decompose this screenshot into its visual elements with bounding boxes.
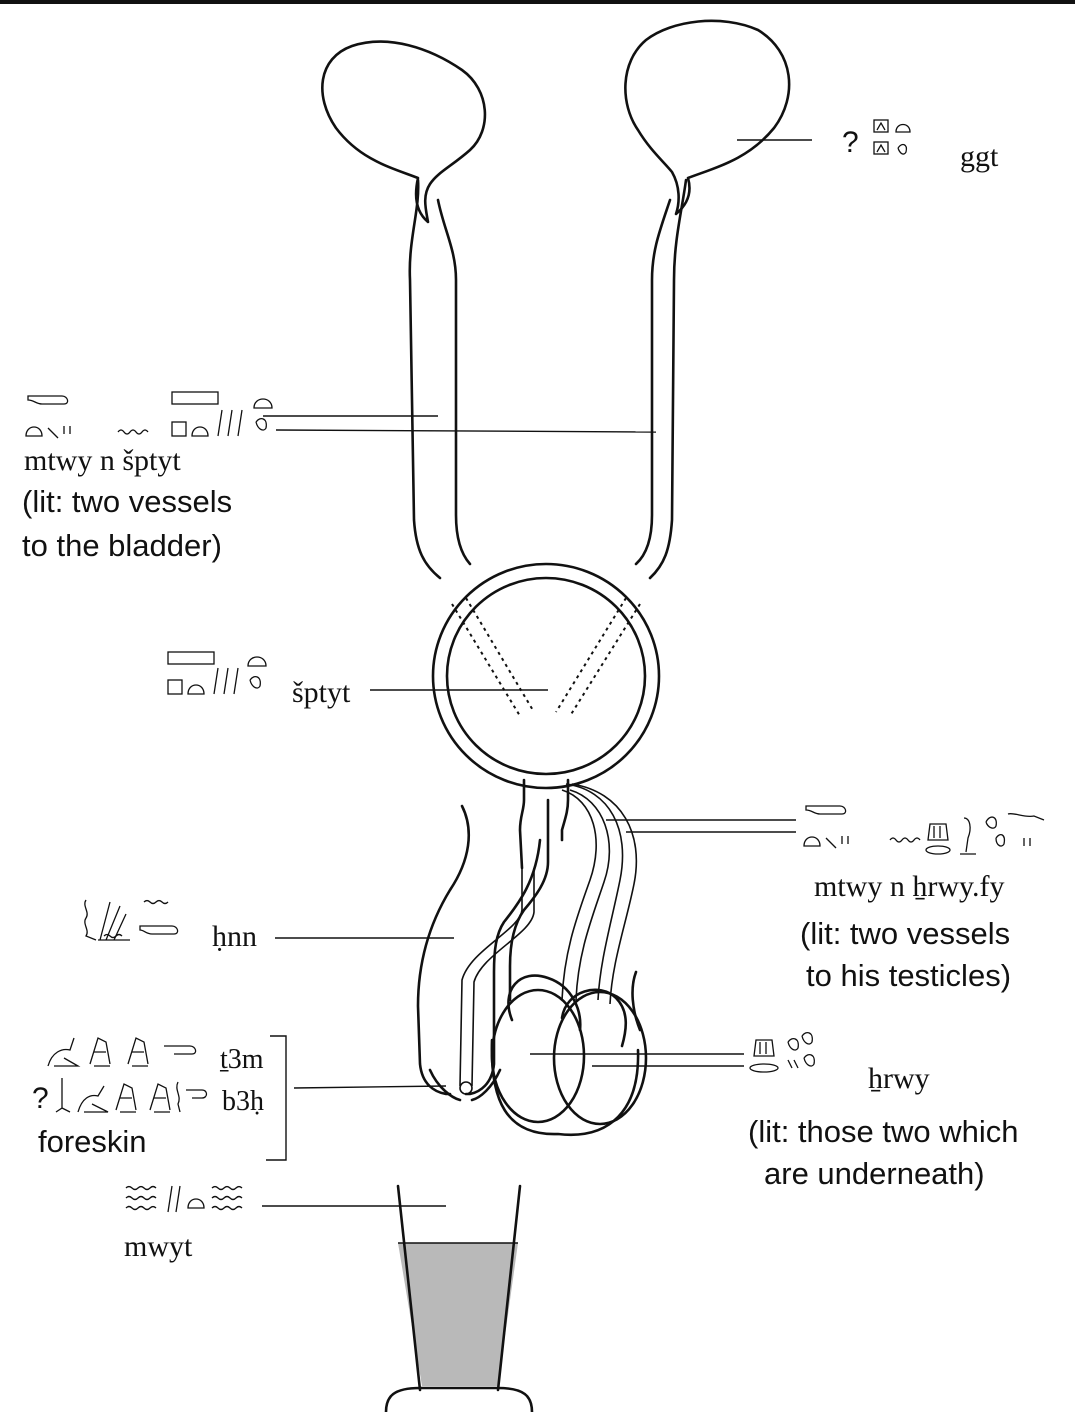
kidney-question-mark: ?: [842, 126, 859, 159]
hieroglyph-group-icon: [750, 1033, 814, 1072]
spermatic-vessels: [562, 784, 636, 1004]
left-ureter: [410, 180, 470, 578]
hieroglyph-group-icon: [26, 392, 272, 438]
hieroglyph-group-icon: [56, 1078, 207, 1112]
foreskin-question-mark: ?: [32, 1082, 49, 1115]
testicles-gloss-line2: are underneath): [764, 1156, 985, 1191]
hieroglyph-group-icon: [85, 900, 178, 940]
right-ureter: [636, 180, 686, 578]
left-kidney: [322, 42, 485, 222]
penis-translit: ḥnn: [212, 920, 257, 953]
spermatic-vessels-translit: mtwy n ẖrwy.fy: [814, 870, 1005, 903]
hieroglyph-group-icon: [126, 1186, 242, 1212]
hieroglyph-group-icon: [804, 806, 1044, 854]
bladder-translit: šptyt: [292, 676, 351, 709]
testicles-gloss-line1: (lit: those two which: [748, 1114, 1019, 1149]
spermatic-vessels-gloss-line1: (lit: two vessels: [800, 916, 1010, 951]
penis: [418, 800, 548, 1100]
urine-translit: mwyt: [124, 1230, 193, 1263]
leader-lines: [262, 140, 812, 1206]
foreskin-label: foreskin: [38, 1124, 147, 1159]
urine-beaker: [386, 1186, 532, 1412]
hieroglyph-group-icon: [168, 652, 266, 694]
hieroglyph-group-icon: [874, 120, 910, 154]
foreskin-translit-2: b3ḥ: [222, 1086, 264, 1117]
testicles-translit: ẖrwy: [868, 1062, 930, 1095]
spermatic-vessels-gloss-line2: to his testicles): [806, 958, 1011, 993]
hieroglyph-group-icon: [48, 1038, 196, 1066]
ureters-gloss-line1: (lit: two vessels: [22, 484, 232, 519]
foreskin-translit-1: ṯ3m: [219, 1044, 264, 1075]
right-kidney: [625, 21, 789, 214]
ureters-gloss-line2: to the bladder): [22, 528, 222, 563]
kidney-translit: ggt: [960, 140, 999, 173]
ureters-translit: mtwy n šptyt: [24, 444, 181, 477]
